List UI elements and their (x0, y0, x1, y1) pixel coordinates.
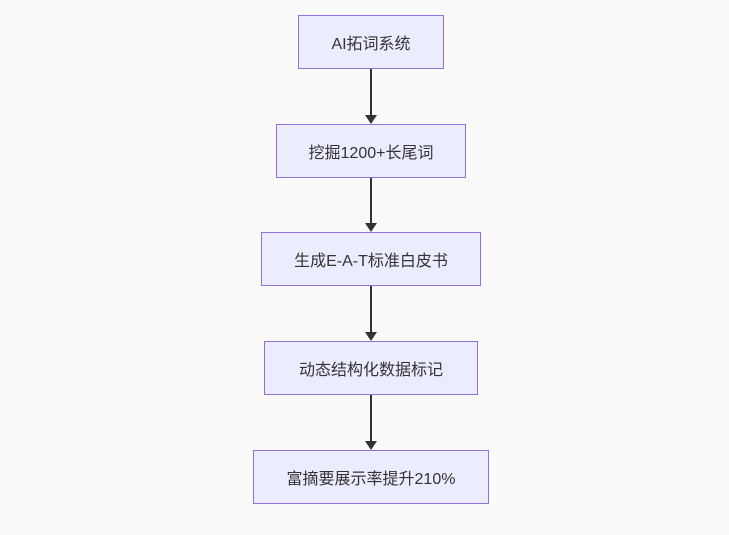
flow-node-label: 生成E-A-T标准白皮书 (294, 253, 448, 270)
flow-node-rich-snippet-result: 富摘要展示率提升210% (253, 450, 489, 504)
flow-node-structured-data: 动态结构化数据标记 (264, 341, 478, 395)
arrowhead-down-icon (365, 115, 377, 124)
flow-node-longtail-mining: 挖掘1200+长尾词 (276, 124, 466, 178)
arrowhead-down-icon (365, 441, 377, 450)
arrowhead-down-icon (365, 223, 377, 232)
flow-node-ai-word-expansion: AI拓词系统 (298, 15, 444, 69)
edge-arrow-4 (365, 395, 377, 450)
edge-arrow-3 (365, 286, 377, 341)
arrow-line (370, 69, 372, 115)
flow-node-label: 挖掘1200+长尾词 (308, 145, 434, 162)
edge-arrow-1 (365, 69, 377, 124)
flow-node-label: AI拓词系统 (331, 36, 411, 53)
edge-arrow-2 (365, 178, 377, 232)
flow-node-label: 富摘要展示率提升210% (286, 471, 456, 488)
arrow-line (370, 286, 372, 332)
arrow-line (370, 395, 372, 441)
arrowhead-down-icon (365, 332, 377, 341)
arrow-line (370, 178, 372, 223)
flow-node-label: 动态结构化数据标记 (298, 362, 443, 379)
flow-node-eat-whitepaper: 生成E-A-T标准白皮书 (261, 232, 481, 286)
